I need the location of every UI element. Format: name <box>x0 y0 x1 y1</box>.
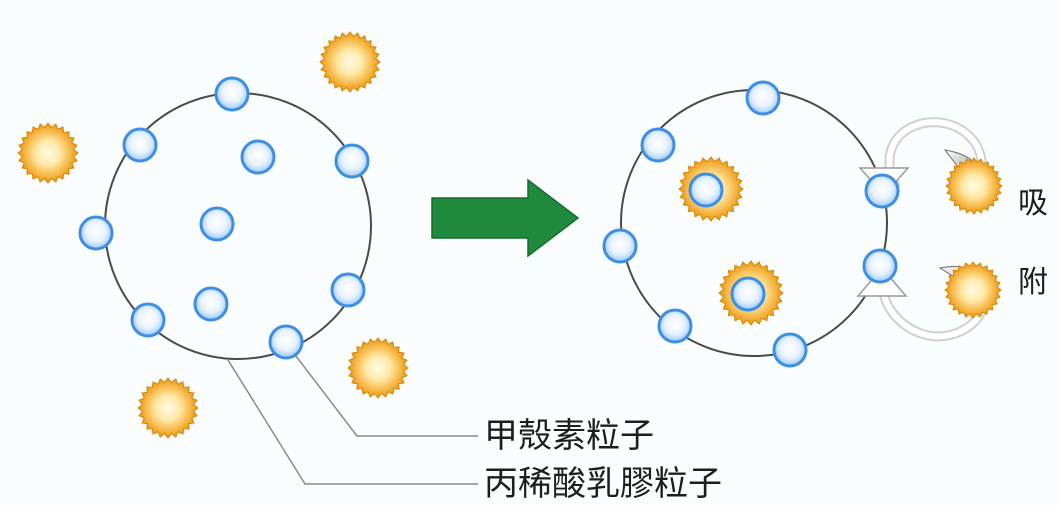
acrylic-latex-particle-icon <box>945 157 1003 215</box>
label-adsorb-char1: 吸 <box>1018 186 1048 221</box>
chitosan-particle-icon <box>772 332 808 368</box>
chitosan-particle-icon <box>130 302 166 338</box>
chitosan-particle-icon <box>78 215 114 251</box>
leader-line-latex <box>227 359 478 485</box>
chitosan-particle-icon <box>602 228 638 264</box>
acrylic-latex-particle-icon <box>347 337 409 399</box>
chitosan-particle-icon <box>122 127 158 163</box>
label-acrylic-latex-particle: 丙稀酸乳膠粒子 <box>484 464 722 504</box>
chitosan-particle-icon <box>745 80 781 116</box>
chitosan-particle-icon <box>730 276 766 312</box>
label-chitosan-particle: 甲殼素粒子 <box>484 416 654 456</box>
chitosan-particle-icon <box>688 172 724 208</box>
chitosan-particle-icon <box>862 248 898 284</box>
chitosan-particle-icon <box>334 143 370 179</box>
chitosan-particle-icon <box>864 173 900 209</box>
right-arrow-icon <box>431 178 580 258</box>
chitosan-particle-icon <box>240 139 276 175</box>
chitosan-particle-icon <box>640 127 676 163</box>
leader-line-chitosan <box>285 342 478 437</box>
acrylic-latex-particle-icon <box>17 122 79 184</box>
label-adsorb-char2: 附 <box>1018 265 1048 300</box>
chitosan-particle-icon <box>657 308 693 344</box>
acrylic-latex-particle-icon <box>319 31 381 93</box>
chitosan-particle-icon <box>268 324 304 360</box>
acrylic-latex-particle-icon <box>137 377 199 439</box>
chitosan-particle-icon <box>214 76 250 112</box>
acrylic-latex-particle-icon <box>944 261 1002 319</box>
chitosan-particle-icon <box>193 286 229 322</box>
chitosan-particle-icon <box>199 206 235 242</box>
chitosan-particle-icon <box>330 272 366 308</box>
